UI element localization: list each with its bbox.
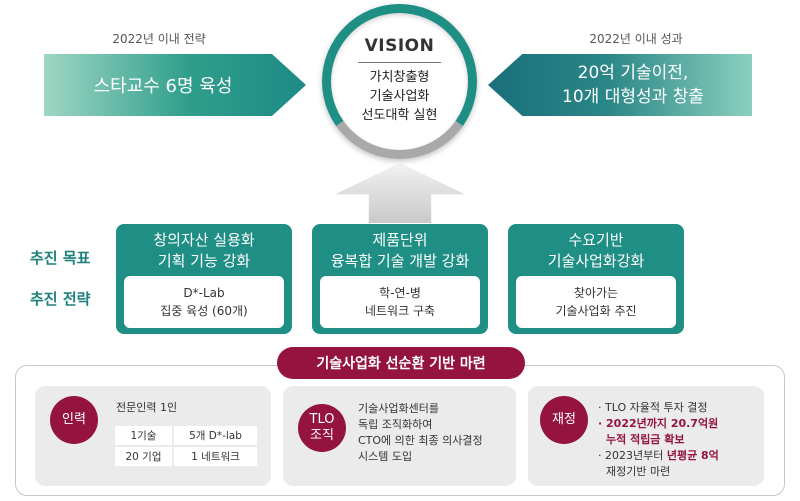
table-row: 20 기업 1 네트워크 (113, 445, 260, 468)
goal-title: 창의자산 실용화 기획 기능 강화 (116, 224, 292, 272)
strategy-line: 집중 육성 (60개) (160, 304, 248, 318)
finance-item-3-prefix: · 2023년부터 (598, 449, 667, 462)
vision-line-1: 가치창출형 (369, 70, 430, 85)
strategy-line: D*-Lab (183, 286, 225, 300)
goal-box-2: 제품단위 융복합 기술 개발 강화 학-연-병 네트워크 구축 (312, 224, 488, 334)
manpower-heading: 전문인력 1인 (116, 401, 178, 414)
tlo-text: 기술사업화센터를 독립 조직화하여 CTO에 의한 최종 의사결정 시스템 도입 (358, 401, 483, 465)
outcome-arrow: 20억 기술이전, 10개 대형성과 창출 (488, 54, 752, 116)
table-cell: 20 기업 (113, 445, 174, 468)
strategy-caption: 2022년 이내 전략 (112, 32, 206, 46)
tlo-line: 시스템 도입 (358, 450, 413, 463)
goal-title-line: 수요기반 (568, 231, 624, 249)
finance-item-1: · TLO 자율적 투자 결정 (598, 401, 708, 414)
outcome-line-2: 10개 대형성과 창출 (562, 87, 704, 107)
tlo-line: CTO에 의한 최종 의사결정 (358, 434, 483, 447)
vision-line-2: 기술사업화 (369, 89, 430, 104)
up-arrow-icon (335, 163, 465, 223)
strategy-box: 학-연-병 네트워크 구축 (320, 276, 480, 328)
finance-item-3: · 2023년부터 년평균 8억 (598, 448, 719, 464)
strategy-line: 네트워크 구축 (364, 304, 436, 318)
goal-title-line: 융복합 기술 개발 강화 (330, 252, 470, 270)
goal-box-1: 창의자산 실용화 기획 기능 강화 D*-Lab 집중 육성 (60개) (116, 224, 292, 334)
goal-row-label: 추진 목표 (30, 249, 91, 267)
tlo-badge-line: 조직 (310, 428, 334, 443)
tlo-badge: TLO 조직 (298, 404, 346, 452)
finance-item-3-emph: 년평균 8억 (666, 449, 719, 462)
strategy-arrow-text: 스타교수 6명 육성 (93, 76, 233, 97)
goal-title: 제품단위 융복합 기술 개발 강화 (312, 224, 488, 272)
outcome-line-1: 20억 기술이전, (577, 63, 689, 83)
outcome-caption: 2022년 이내 성과 (589, 32, 683, 46)
goal-title-line: 기획 기능 강화 (157, 252, 251, 270)
foundation-banner: 기술사업화 선순환 기반 마련 (277, 347, 525, 379)
vision-divider (358, 62, 441, 63)
goal-title-line: 제품단위 (372, 231, 428, 249)
finance-item-2: · 2022년까지 20.7억원 (598, 417, 719, 430)
vision-title: VISION (364, 36, 435, 56)
table-cell: 1기술 (113, 424, 174, 447)
tlo-line: 독립 조직화하여 (358, 418, 433, 431)
manpower-badge: 인력 (50, 396, 98, 444)
tlo-line: 기술사업화센터를 (358, 402, 439, 415)
vision-line-3: 선도대학 실현 (361, 108, 438, 123)
table-cell: 1 네트워크 (171, 445, 260, 468)
goal-box-3: 수요기반 기술사업화강화 찾아가는 기술사업화 추진 (508, 224, 684, 334)
table-cell: 5개 D*-lab (171, 424, 260, 447)
goal-title-line: 기술사업화강화 (547, 252, 645, 270)
strategy-line: 학-연-병 (379, 286, 421, 300)
table-row: 1기술 5개 D*-lab (113, 424, 260, 447)
finance-item-2b: 누적 적립금 확보 (606, 433, 685, 446)
vision-text: 가치창출형 기술사업화 선도대학 실현 (331, 68, 468, 125)
strategy-line: 기술사업화 추진 (555, 304, 637, 318)
strategy-box: 찾아가는 기술사업화 추진 (516, 276, 676, 328)
finance-badge: 재정 (540, 396, 588, 444)
strategy-box: D*-Lab 집중 육성 (60개) (124, 276, 284, 328)
finance-text: · TLO 자율적 투자 결정 · 2022년까지 20.7억원 누적 적립금 … (598, 400, 719, 480)
finance-item-3b: 재정기반 마련 (606, 465, 671, 478)
strategy-arrow: 스타교수 6명 육성 (44, 54, 306, 116)
tlo-badge-line: TLO (309, 412, 335, 427)
vision-circle (331, 13, 468, 150)
goal-title-line: 창의자산 실용화 (153, 231, 255, 249)
manpower-table: 1기술 5개 D*-lab 20 기업 1 네트워크 (113, 424, 260, 468)
goal-title: 수요기반 기술사업화강화 (508, 224, 684, 272)
strategy-row-label: 추진 전략 (30, 290, 91, 308)
strategy-line: 찾아가는 (573, 286, 619, 300)
